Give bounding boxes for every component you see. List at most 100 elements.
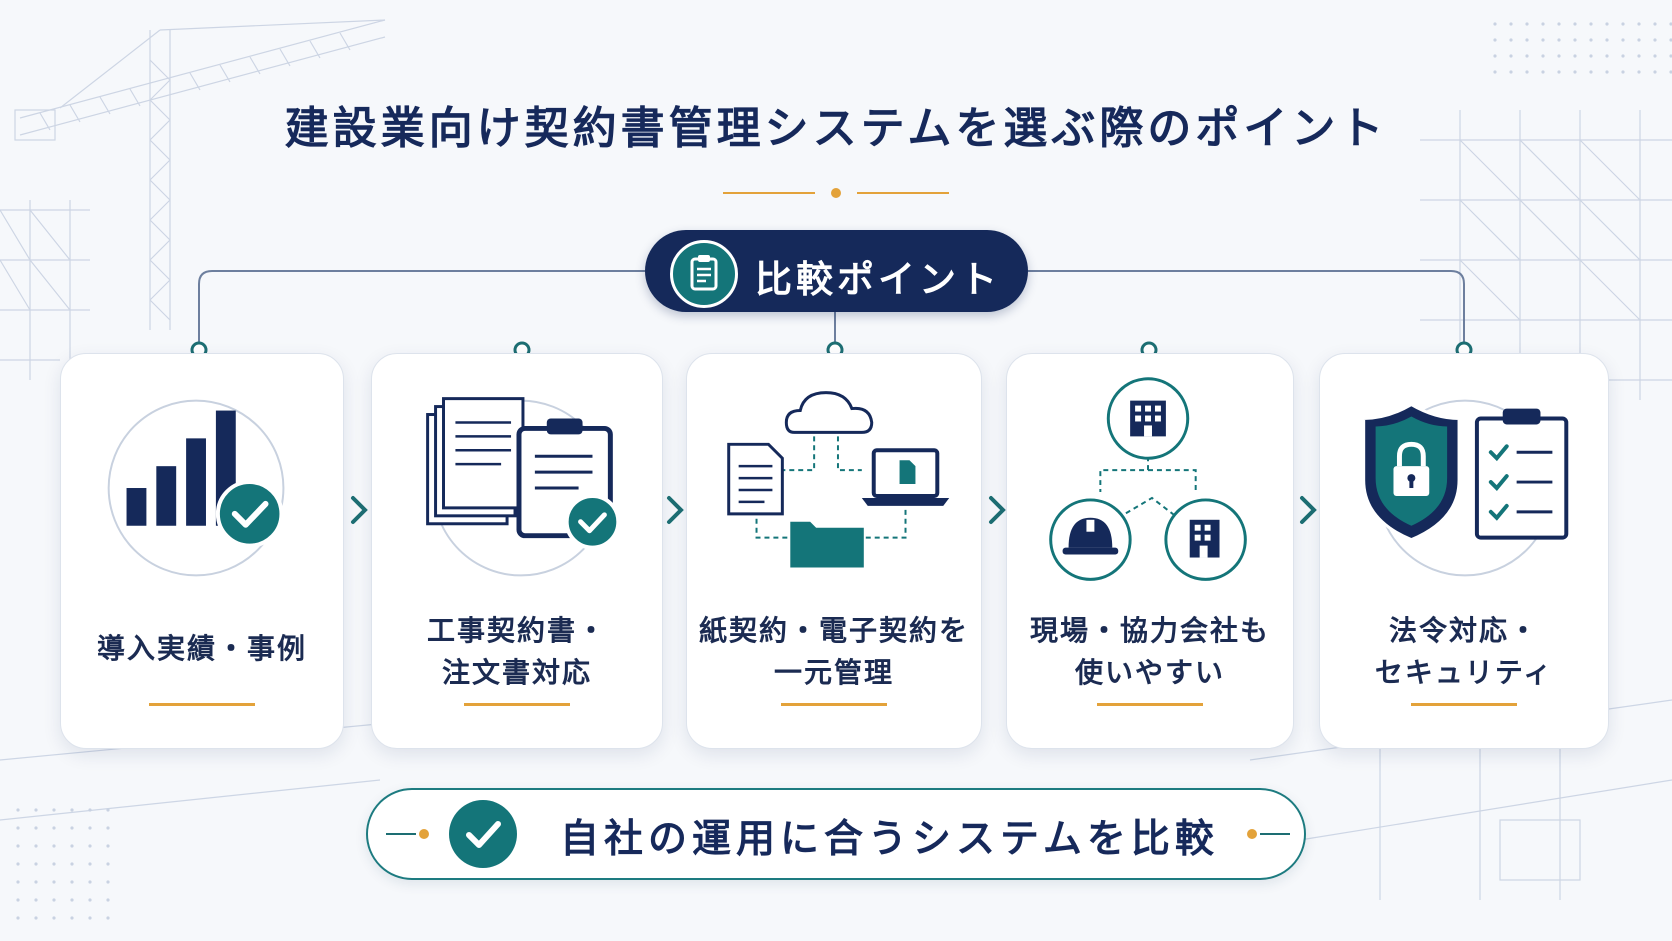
decor-dot xyxy=(1557,54,1561,58)
clipboard-icon xyxy=(670,240,738,308)
card-compliance: 法令対応・ セキュリティ xyxy=(1319,353,1609,749)
card-label-contract-forms: 工事契約書・ 注文書対応 xyxy=(372,610,662,694)
card-label-line: 紙契約・電子契約を xyxy=(698,614,969,647)
decor-dot xyxy=(1573,22,1577,26)
decor-dot xyxy=(52,862,56,866)
decor-dot xyxy=(1509,70,1513,74)
decor-dot xyxy=(1557,38,1561,42)
decor-dot xyxy=(1637,22,1641,26)
decor-dot xyxy=(1573,54,1577,58)
decor-dot xyxy=(1573,70,1577,74)
decor-dot xyxy=(1557,70,1561,74)
decor-dot xyxy=(1589,38,1593,42)
decor-dot xyxy=(1493,22,1497,26)
decor-dot xyxy=(34,826,38,830)
decor-dot xyxy=(1653,22,1657,26)
chevron-right-icon xyxy=(351,496,368,524)
decor-dot xyxy=(88,862,92,866)
decor-dot xyxy=(1573,38,1577,42)
decor-dot xyxy=(1669,22,1672,26)
decor-dot xyxy=(1621,54,1625,58)
decor-dot xyxy=(1493,70,1497,74)
decor-dot xyxy=(52,808,56,812)
card-track-record: 導入実績・事例 xyxy=(60,353,344,749)
bar-chart-check-icon xyxy=(107,399,285,577)
check-circle-icon xyxy=(449,800,517,868)
decor-dot xyxy=(1589,54,1593,58)
decor-dot xyxy=(1525,54,1529,58)
decor-dot xyxy=(1525,38,1529,42)
decor-dot xyxy=(1637,38,1641,42)
card-label-track-record: 導入実績・事例 xyxy=(61,628,343,670)
card-contract-forms: 工事契約書・ 注文書対応 xyxy=(371,353,663,749)
decor-dot xyxy=(88,808,92,812)
decor-dot xyxy=(70,880,74,884)
decor-dot xyxy=(1525,70,1529,74)
decor-dot xyxy=(34,808,38,812)
decor-dot xyxy=(106,844,110,848)
decor-dot xyxy=(34,862,38,866)
decor-dot xyxy=(88,898,92,902)
decor-dot xyxy=(52,880,56,884)
decor-dot xyxy=(16,862,20,866)
card-underline xyxy=(1097,703,1203,706)
decor-dot xyxy=(1541,54,1545,58)
decor-dot xyxy=(16,808,20,812)
decor-dot xyxy=(88,916,92,920)
card-unified-management: 紙契約・電子契約を 一元管理 xyxy=(686,353,982,749)
decor-dot xyxy=(34,898,38,902)
decor-dot xyxy=(88,826,92,830)
decor-dot xyxy=(1493,54,1497,58)
decor-dot xyxy=(106,862,110,866)
banner-ornament-right xyxy=(1247,829,1290,839)
decor-dot xyxy=(16,844,20,848)
decor-dot xyxy=(16,916,20,920)
comparison-points-label: 比較ポイント xyxy=(755,257,1001,301)
card-label-unified-management: 紙契約・電子契約を 一元管理 xyxy=(687,610,981,694)
decor-dot xyxy=(1653,38,1657,42)
page-title: 建設業向け契約書管理システムを選ぶ際のポイント xyxy=(284,103,1388,154)
shield-checklist-icon xyxy=(1362,399,1569,577)
chevron-right-icon xyxy=(667,496,684,524)
decor-dot xyxy=(70,808,74,812)
decor-dot xyxy=(1589,70,1593,74)
decor-dot xyxy=(1669,38,1672,42)
decor-dot xyxy=(1605,54,1609,58)
decor-dot xyxy=(1653,54,1657,58)
decor-dot xyxy=(1605,38,1609,42)
decor-dot xyxy=(1621,22,1625,26)
decor-dot xyxy=(1621,38,1625,42)
decor-dot xyxy=(34,880,38,884)
decor-dot xyxy=(1541,22,1545,26)
card-label-line: 使いやすい xyxy=(1074,656,1225,689)
decor-dot xyxy=(70,916,74,920)
card-underline xyxy=(781,703,887,706)
decor-dot xyxy=(52,916,56,920)
chevron-right-icon xyxy=(989,496,1006,524)
decor-dot xyxy=(52,844,56,848)
decor-dot xyxy=(1605,22,1609,26)
decor-dot xyxy=(70,844,74,848)
decor-dot xyxy=(1493,38,1497,42)
card-ease-of-use: 現場・協力会社も 使いやすい xyxy=(1006,353,1294,749)
decor-dot xyxy=(1669,54,1672,58)
card-underline xyxy=(464,703,570,706)
documents-clipboard-check-icon xyxy=(426,397,621,577)
card-label-line: 導入実績・事例 xyxy=(96,632,307,665)
decor-dot xyxy=(1669,70,1672,74)
decor-dot xyxy=(1653,70,1657,74)
decor-dot xyxy=(106,916,110,920)
conclusion-banner xyxy=(366,788,1306,880)
decor-dot xyxy=(88,880,92,884)
decor-dot xyxy=(1637,70,1641,74)
conclusion-label: 自社の運用に合うシステムを比較 xyxy=(560,816,1219,862)
decor-dot xyxy=(52,898,56,902)
decor-dot xyxy=(70,898,74,902)
decor-dot xyxy=(1621,70,1625,74)
decor-dot xyxy=(1637,54,1641,58)
building-network-icon xyxy=(1049,377,1247,581)
card-label-compliance: 法令対応・ セキュリティ xyxy=(1320,610,1608,694)
decor-dot xyxy=(1589,22,1593,26)
card-label-line: 法令対応・ xyxy=(1388,614,1539,647)
card-label-line: 注文書対応 xyxy=(441,656,592,689)
